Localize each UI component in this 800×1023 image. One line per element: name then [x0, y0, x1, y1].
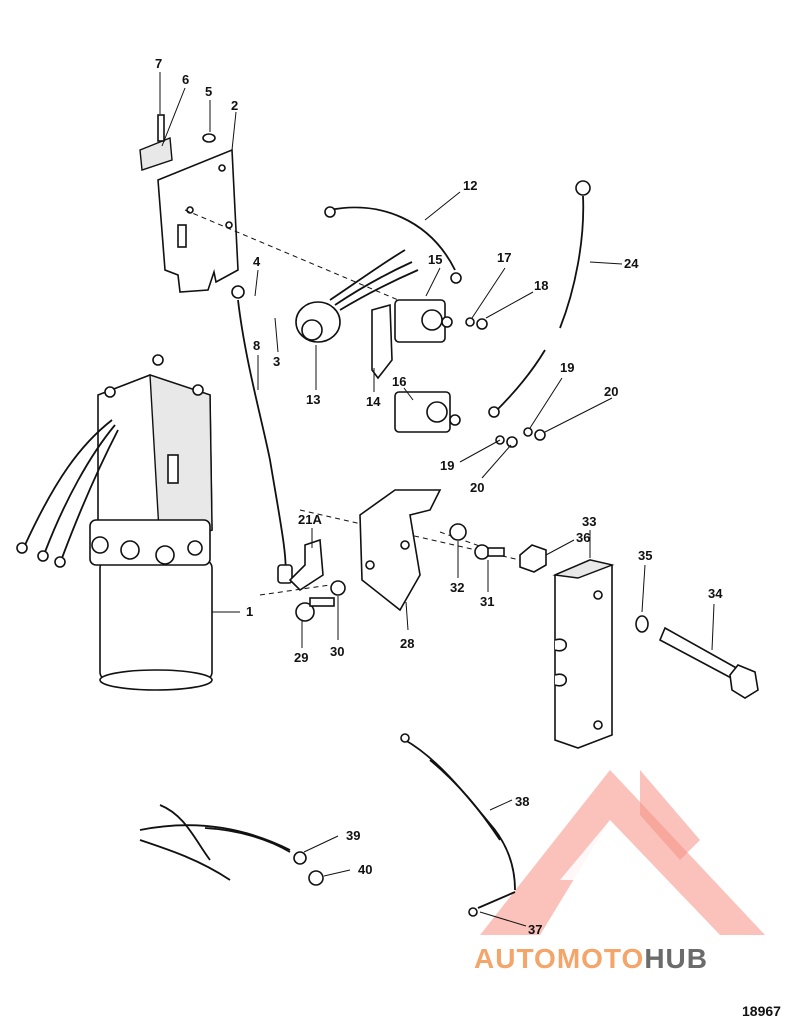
callout-35: 35 — [638, 548, 652, 563]
callout-6: 6 — [182, 72, 189, 87]
block-33 — [552, 559, 615, 749]
leader-lines — [159, 72, 715, 927]
callout-30: 30 — [330, 644, 344, 659]
callout-labels: 7 6 5 2 4 3 8 1 12 13 14 15 16 17 18 19 … — [155, 56, 723, 937]
callout-3: 3 — [273, 354, 280, 369]
callout-24: 24 — [624, 256, 639, 271]
cable-38 — [400, 733, 516, 917]
callout-14: 14 — [366, 394, 381, 409]
figure-number: 18967 — [742, 1003, 781, 1019]
callout-31: 31 — [480, 594, 494, 609]
watermark-logo — [480, 770, 765, 935]
callout-20-b: 20 — [604, 384, 618, 399]
callout-34: 34 — [708, 586, 723, 601]
callout-39: 39 — [346, 828, 360, 843]
fasteners-29-32 — [295, 523, 505, 622]
callout-1: 1 — [246, 604, 253, 619]
callout-17: 17 — [497, 250, 511, 265]
callout-15: 15 — [428, 252, 442, 267]
bracket-plate — [139, 114, 239, 293]
callout-12: 12 — [463, 178, 477, 193]
watermark-text-part2: HUB — [644, 943, 708, 974]
cable-24 — [488, 180, 591, 418]
callout-36: 36 — [576, 530, 590, 545]
callout-7: 7 — [155, 56, 162, 71]
callout-40: 40 — [358, 862, 372, 877]
solenoid-15 — [371, 299, 453, 380]
elbow-21a — [288, 538, 324, 592]
callout-32: 32 — [450, 580, 464, 595]
callout-8: 8 — [253, 338, 260, 353]
callout-21a: 21A — [298, 512, 322, 527]
callout-18: 18 — [534, 278, 548, 293]
callout-33: 33 — [582, 514, 596, 529]
bracket-28 — [359, 489, 442, 612]
harness-39 — [139, 804, 324, 886]
bolt-34 — [658, 626, 759, 699]
callout-2: 2 — [231, 98, 238, 113]
callout-20-a: 20 — [470, 480, 484, 495]
watermark-text: AUTOMOTOHUB — [474, 943, 708, 974]
solenoid-16 — [394, 391, 461, 433]
watermark-text-part1: AUTOMOTO — [474, 943, 644, 974]
callout-37: 37 — [528, 922, 542, 937]
callout-29: 29 — [294, 650, 308, 665]
callout-4: 4 — [253, 254, 261, 269]
nut-36 — [519, 544, 547, 573]
callout-5: 5 — [205, 84, 212, 99]
callout-19-b: 19 — [560, 360, 574, 375]
callout-19-a: 19 — [440, 458, 454, 473]
callout-38: 38 — [515, 794, 529, 809]
callout-28: 28 — [400, 636, 414, 651]
callout-16: 16 — [392, 374, 406, 389]
callout-13: 13 — [306, 392, 320, 407]
harness-13 — [295, 206, 462, 343]
cable-8 — [237, 299, 287, 576]
pump-motor-assembly — [16, 354, 213, 691]
washer-35 — [635, 615, 649, 633]
